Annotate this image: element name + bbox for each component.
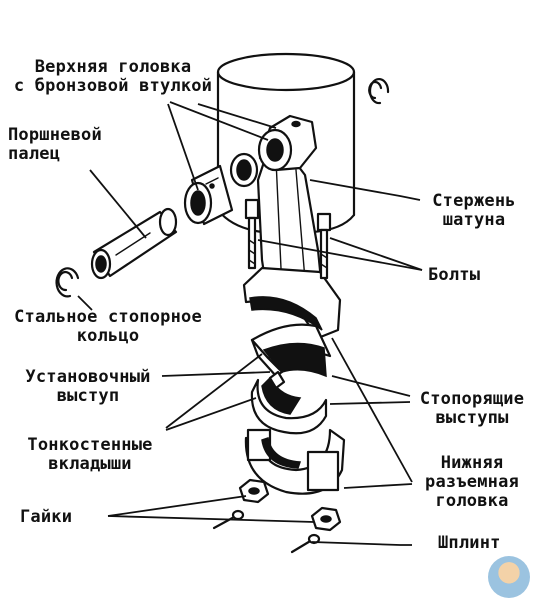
label-piston-pin: Поршневой палец [8, 125, 102, 164]
label-upper-head: Верхняя головка с бронзовой втулкой [13, 57, 213, 96]
connecting-rod [242, 114, 342, 340]
label-lower-head: Нижняя разъемная головка [425, 453, 519, 511]
label-cotter-pin: Шплинт [438, 533, 501, 553]
cotter-pins [212, 509, 321, 554]
nuts [238, 478, 342, 532]
label-locating-lug: Установочный выступ [25, 367, 151, 406]
label-circlip: Стальное стопорное кольцо [14, 307, 202, 346]
avatar-thumbnail [488, 556, 530, 598]
circlip-right [368, 77, 390, 105]
upper-shell [250, 323, 332, 378]
leader-lines [77, 101, 423, 546]
label-thin-shells: Тонкостенные вкладыши [27, 435, 153, 474]
label-locking-lugs: Стопорящие выступы [419, 389, 525, 428]
circlip-left [55, 267, 80, 298]
lower-shell [250, 370, 328, 435]
lower-cap [244, 428, 346, 495]
label-rod-shank: Стержень шатуна [432, 191, 516, 230]
label-nuts: Гайки [20, 507, 73, 527]
bolts [244, 198, 332, 280]
label-bolts: Болты [428, 265, 481, 285]
bronze-bushing [183, 164, 234, 226]
piston-pin [90, 207, 178, 280]
